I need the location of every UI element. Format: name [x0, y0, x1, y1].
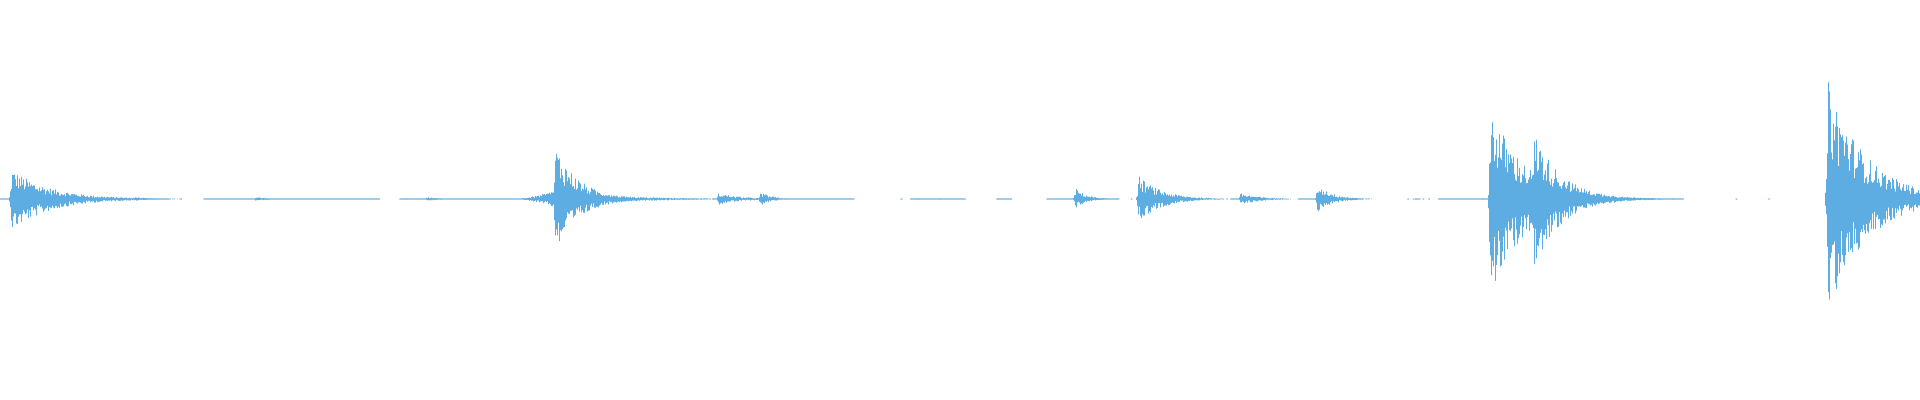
waveform-dot-5: [1009, 198, 1012, 200]
waveform-dot-6: [1130, 198, 1133, 200]
waveform-dot-19: [1735, 198, 1738, 200]
waveform-peak-2: [133, 197, 161, 201]
waveform-peak-16: [1825, 82, 1920, 300]
waveform-segment-8: [996, 198, 1012, 200]
waveform-dot-15: [1482, 198, 1484, 200]
waveform-peak-7: [553, 153, 672, 242]
waveform-peak-10: [1073, 189, 1114, 208]
waveform-dot-10: [1407, 198, 1409, 200]
waveform-peak-4: [425, 197, 451, 201]
waveform-peak-1: [62, 196, 111, 202]
waveform-dot-11: [1413, 198, 1415, 200]
waveform-peak-0: [9, 174, 182, 228]
waveform-segment-6: [900, 198, 903, 200]
waveform-peak-3: [255, 197, 282, 201]
waveform-dot-12: [1418, 198, 1421, 200]
waveform-peak-15: [1532, 139, 1669, 264]
waveform-peaks-layer: [9, 82, 1920, 300]
waveform-segment-7: [910, 198, 966, 200]
waveform-dot-14: [1428, 198, 1430, 200]
waveform-dot-1: [405, 198, 407, 200]
waveform-segment-1: [203, 198, 381, 200]
waveform-segment-13: [1415, 198, 1419, 200]
waveform-dot-18: [1672, 198, 1674, 200]
waveform-peak-11: [1136, 176, 1235, 218]
waveform-segment-14: [1438, 198, 1492, 200]
waveform-segment-2: [399, 198, 586, 200]
waveform-dot-13: [1422, 198, 1425, 200]
waveform-dot-4: [996, 198, 998, 200]
waveform-dot-3: [938, 198, 941, 200]
waveform-peak-13: [1315, 189, 1372, 211]
waveform-dot-20: [1768, 198, 1770, 200]
waveform-peak-12: [1239, 193, 1291, 204]
waveform-peak-9: [758, 193, 795, 205]
waveform-dot-2: [917, 198, 920, 200]
